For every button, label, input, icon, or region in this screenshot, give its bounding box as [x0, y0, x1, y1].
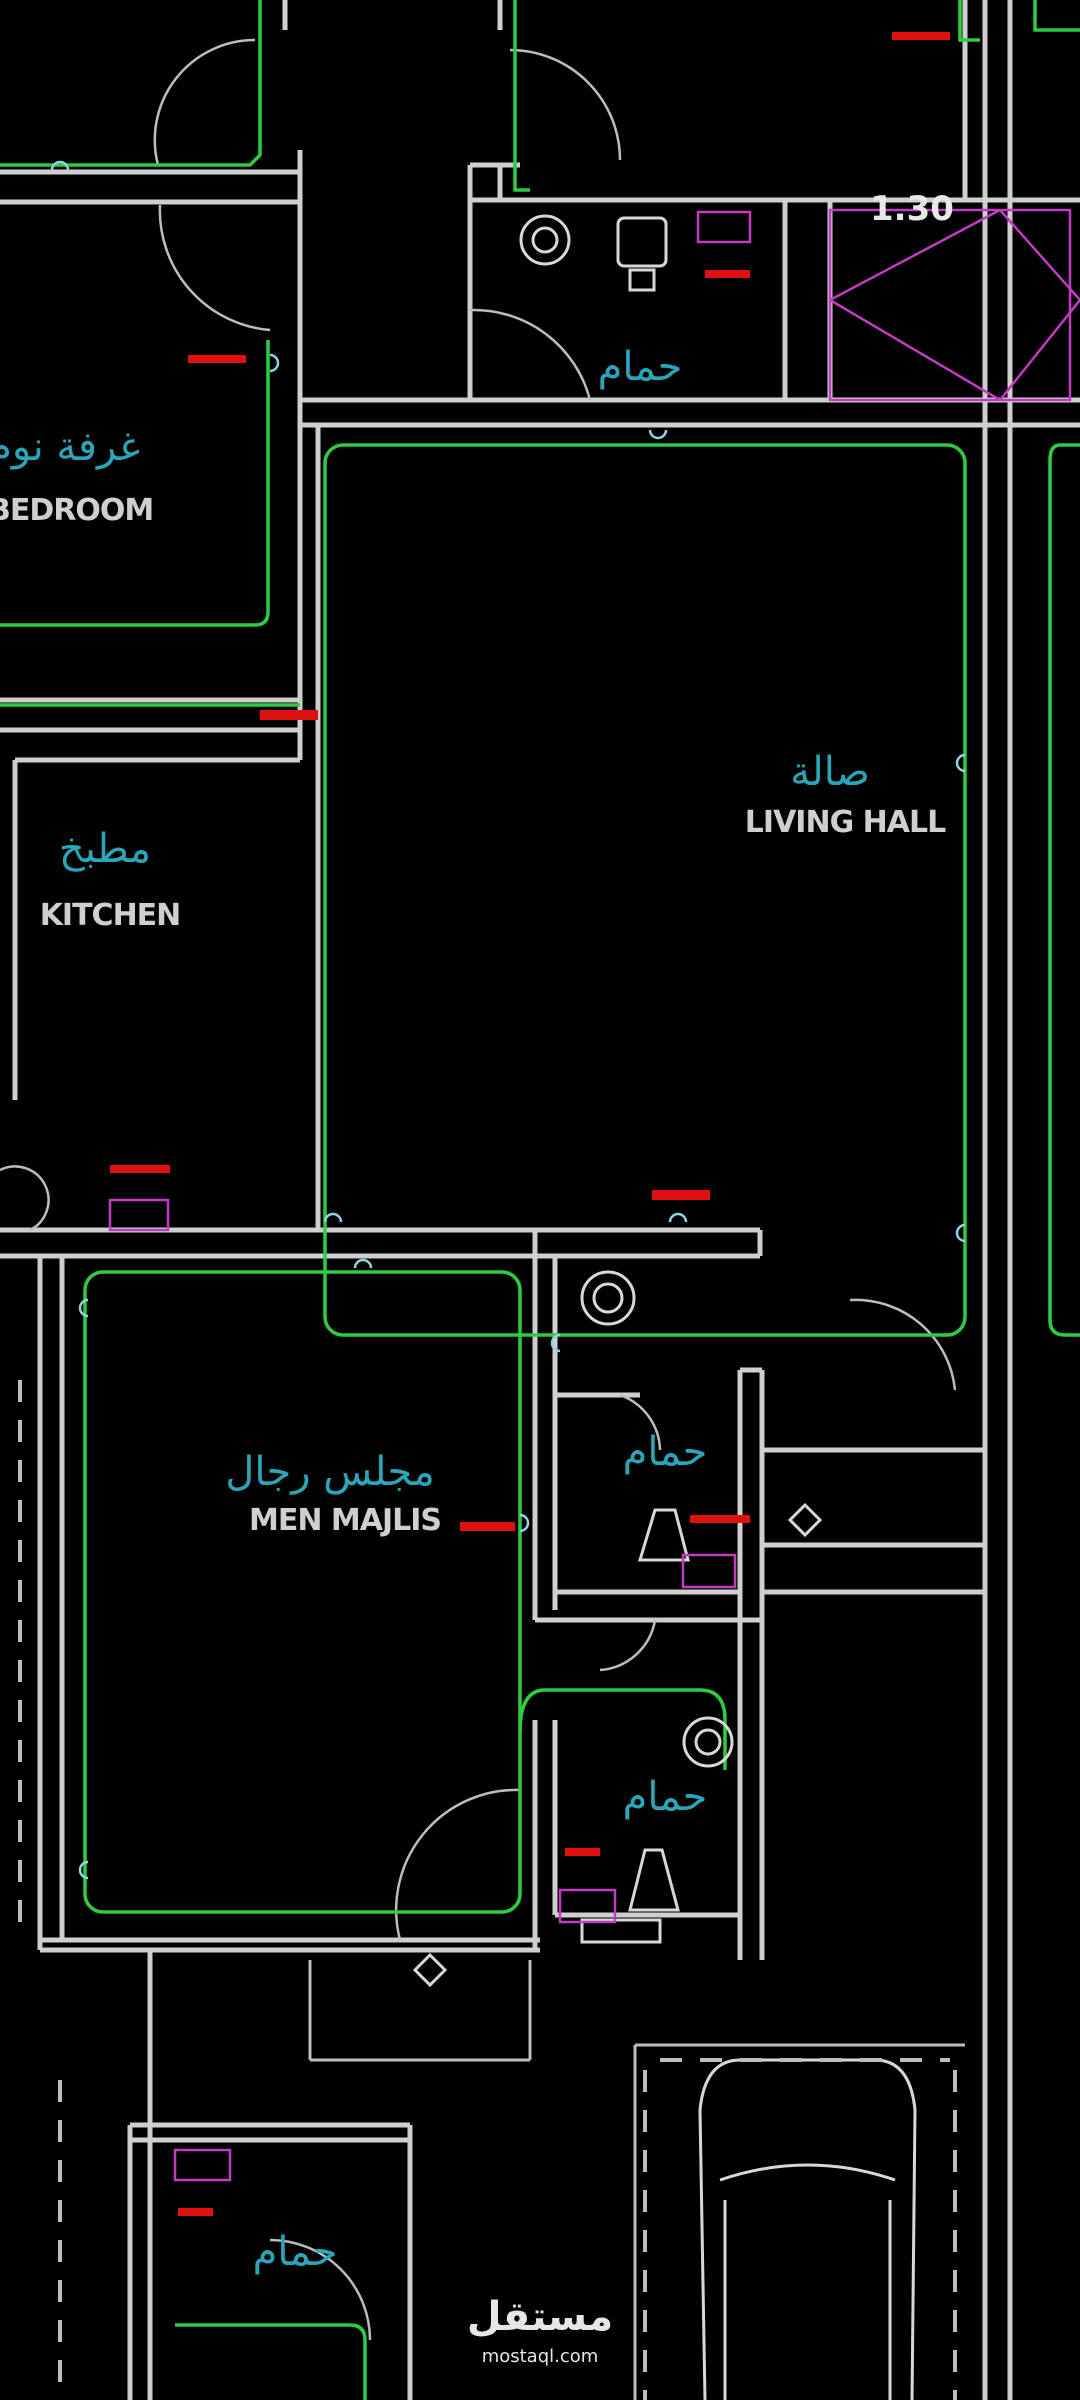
fixtures [412, 214, 917, 2400]
door-swings [0, 38, 957, 2341]
bathroom-top-label: حمام [598, 344, 683, 390]
bathroom-bottom-label: حمام [253, 2229, 338, 2275]
room-labels: حمام غرفة نوم BEDROOM مطبخ KITCHEN صالة … [0, 344, 947, 2275]
bedroom-label-en: BEDROOM [0, 493, 153, 528]
outlet-markers [50, 160, 966, 1880]
watermark: مستقل mostaql.com [467, 2294, 613, 2367]
bathroom-lower-label: حمام [623, 1774, 708, 1820]
men-majlis-label-ar: مجلس رجال [225, 1449, 435, 1495]
bedroom-label-ar: غرفة نوم [0, 424, 140, 470]
dashed-lines [18, 1380, 957, 2400]
panel-boxes [108, 210, 752, 2216]
watermark-latin: mostaql.com [482, 2346, 599, 2367]
shaft-cross [828, 208, 1080, 402]
bathroom-mid-label: حمام [623, 1429, 708, 1475]
kitchen-label-en: KITCHEN [40, 898, 181, 933]
kitchen-label-ar: مطبخ [59, 826, 151, 872]
dimension-label: 1.30 [870, 189, 954, 229]
living-hall-label-ar: صالة [790, 749, 870, 795]
men-majlis-label-en: MEN MAJLIS [249, 1503, 441, 1538]
living-hall-label-en: LIVING HALL [745, 805, 946, 840]
red-tags [188, 32, 950, 1531]
watermark-arabic: مستقل [467, 2294, 613, 2340]
